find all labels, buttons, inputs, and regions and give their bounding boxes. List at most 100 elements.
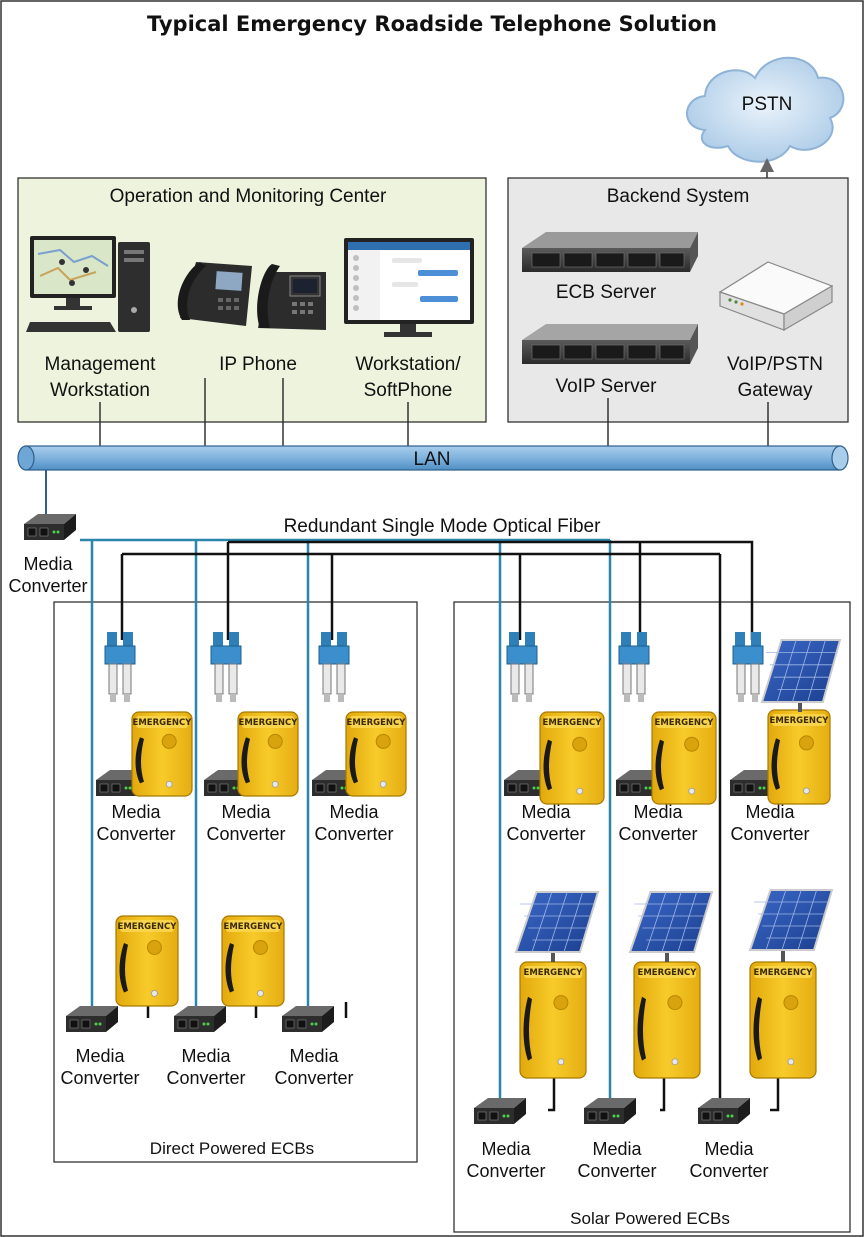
direct-powered-group bbox=[53, 601, 418, 1163]
pstn-cloud-icon bbox=[686, 56, 845, 163]
emergency-call-box-icon: EMERGENCY bbox=[237, 711, 299, 797]
media-converter-label-line1: Media bbox=[521, 802, 571, 822]
backend-title: Backend System bbox=[607, 186, 750, 207]
solar-panel-icon bbox=[760, 639, 842, 712]
emergency-call-box-icon: EMERGENCY bbox=[539, 711, 605, 805]
media-converter-label-line2: Converter bbox=[60, 1068, 139, 1088]
media-converter-label-line1: Media bbox=[745, 802, 795, 822]
media-converter-icon bbox=[474, 1098, 526, 1124]
solar-powered-group bbox=[453, 601, 851, 1233]
emergency-call-box-icon: EMERGENCY bbox=[749, 961, 817, 1079]
media-converter-label-line2: Converter bbox=[8, 576, 87, 596]
lc-connector-icon bbox=[506, 632, 538, 702]
media-converter-label-line1: Media bbox=[592, 1139, 642, 1159]
solar-panel-icon bbox=[748, 889, 834, 962]
emergency-call-box-icon: EMERGENCY bbox=[131, 711, 193, 797]
lc-connector-icon bbox=[210, 632, 242, 702]
media-converter-label-line2: Converter bbox=[166, 1068, 245, 1088]
media-converter-label-line2: Converter bbox=[466, 1161, 545, 1181]
solar-panels bbox=[514, 639, 842, 962]
black-fiber-runs bbox=[120, 540, 780, 1112]
lan-drop-lines bbox=[99, 378, 769, 446]
management-workstation-icon bbox=[26, 236, 150, 332]
media-converter-label-line1: Media bbox=[481, 1139, 531, 1159]
mgmt-label-line1: Management bbox=[45, 354, 157, 375]
solar-group-label: Solar Powered ECBs bbox=[570, 1209, 730, 1228]
blue-fiber-runs bbox=[80, 538, 612, 1100]
media-converter-label-line2: Converter bbox=[274, 1068, 353, 1088]
ecb-server-icon bbox=[522, 232, 698, 272]
emergency-label: EMERGENCY bbox=[133, 718, 193, 728]
media-converter-label-line1: Media bbox=[221, 802, 271, 822]
emergency-label: EMERGENCY bbox=[754, 968, 814, 978]
pstn-label: PSTN bbox=[742, 94, 793, 115]
fiber-connectors bbox=[104, 632, 764, 702]
emergency-label: EMERGENCY bbox=[655, 718, 715, 728]
emergency-label: EMERGENCY bbox=[118, 922, 178, 932]
media-converter-label-line1: Media bbox=[633, 802, 683, 822]
emergency-call-box-icon: EMERGENCY bbox=[345, 711, 407, 797]
media-converter-label-line1: Media bbox=[23, 554, 73, 574]
fiber-label: Redundant Single Mode Optical Fiber bbox=[284, 516, 602, 537]
media-converter-label-line2: Converter bbox=[577, 1161, 656, 1181]
solar-panel-icon bbox=[628, 891, 714, 962]
softphone-workstation-icon bbox=[344, 238, 474, 337]
direct-group-label: Direct Powered ECBs bbox=[150, 1139, 314, 1158]
emergency-call-box-icon: EMERGENCY bbox=[633, 961, 701, 1079]
emergency-label: EMERGENCY bbox=[543, 718, 603, 728]
voip-server-icon bbox=[522, 324, 698, 364]
media-converter-label-line2: Converter bbox=[618, 824, 697, 844]
emergency-label: EMERGENCY bbox=[638, 968, 698, 978]
lc-connector-icon bbox=[104, 632, 136, 702]
gateway-label-line2: Gateway bbox=[738, 380, 813, 401]
emergency-call-box-icon: EMERGENCY bbox=[115, 915, 179, 1007]
media-converter-icon bbox=[698, 1098, 750, 1124]
media-converter-icon bbox=[24, 514, 76, 540]
mgmt-label-line2: Workstation bbox=[50, 380, 150, 401]
softphone-label-line1: Workstation/ bbox=[355, 354, 461, 375]
media-converter-label-line1: Media bbox=[329, 802, 379, 822]
voip-server-label: VoIP Server bbox=[555, 376, 657, 397]
media-converters: MediaConverterMediaConverterMediaConvert… bbox=[8, 514, 810, 1181]
lc-connector-icon bbox=[732, 632, 764, 702]
omc-title: Operation and Monitoring Center bbox=[110, 186, 387, 207]
voip-pstn-gateway-icon bbox=[718, 261, 834, 332]
lan-bus bbox=[17, 445, 849, 471]
media-converter-label-line1: Media bbox=[75, 1046, 125, 1066]
gateway-label-line1: VoIP/PSTN bbox=[727, 354, 823, 375]
diagram-title: Typical Emergency Roadside Telephone Sol… bbox=[147, 12, 717, 36]
media-converter-label-line1: Media bbox=[181, 1046, 231, 1066]
media-converter-label-line2: Converter bbox=[730, 824, 809, 844]
media-converter-label-line1: Media bbox=[704, 1139, 754, 1159]
media-converter-label-line2: Converter bbox=[96, 824, 175, 844]
lan-label: LAN bbox=[414, 449, 451, 470]
ecb-server-label: ECB Server bbox=[556, 282, 657, 303]
media-converter-icon bbox=[282, 1006, 334, 1032]
lc-connector-icon bbox=[618, 632, 650, 702]
media-converter-label-line2: Converter bbox=[689, 1161, 768, 1181]
lc-connector-icon bbox=[318, 632, 350, 702]
softphone-label-line2: SoftPhone bbox=[364, 380, 453, 401]
media-converter-label-line2: Converter bbox=[314, 824, 393, 844]
media-converter-label-line2: Converter bbox=[506, 824, 585, 844]
emergency-label: EMERGENCY bbox=[770, 716, 830, 726]
emergency-call-boxes: EMERGENCY EMERGENCY EMERGENCY EMERGENCY EMER… bbox=[115, 709, 831, 1079]
media-converter-icon bbox=[584, 1098, 636, 1124]
emergency-label: EMERGENCY bbox=[239, 718, 299, 728]
ip-phone-label: IP Phone bbox=[219, 354, 297, 375]
emergency-label: EMERGENCY bbox=[347, 718, 407, 728]
media-converter-label-line1: Media bbox=[289, 1046, 339, 1066]
emergency-call-box-icon: EMERGENCY bbox=[651, 711, 717, 805]
emergency-call-box-icon: EMERGENCY bbox=[519, 961, 587, 1079]
ip-phone-icon bbox=[177, 262, 326, 330]
media-converter-icon bbox=[66, 1006, 118, 1032]
emergency-label: EMERGENCY bbox=[524, 968, 584, 978]
media-converter-icon bbox=[174, 1006, 226, 1032]
emergency-call-box-icon: EMERGENCY bbox=[221, 915, 285, 1007]
emergency-call-box-icon: EMERGENCY bbox=[767, 709, 831, 805]
media-converter-label-line2: Converter bbox=[206, 824, 285, 844]
media-converter-label-line1: Media bbox=[111, 802, 161, 822]
